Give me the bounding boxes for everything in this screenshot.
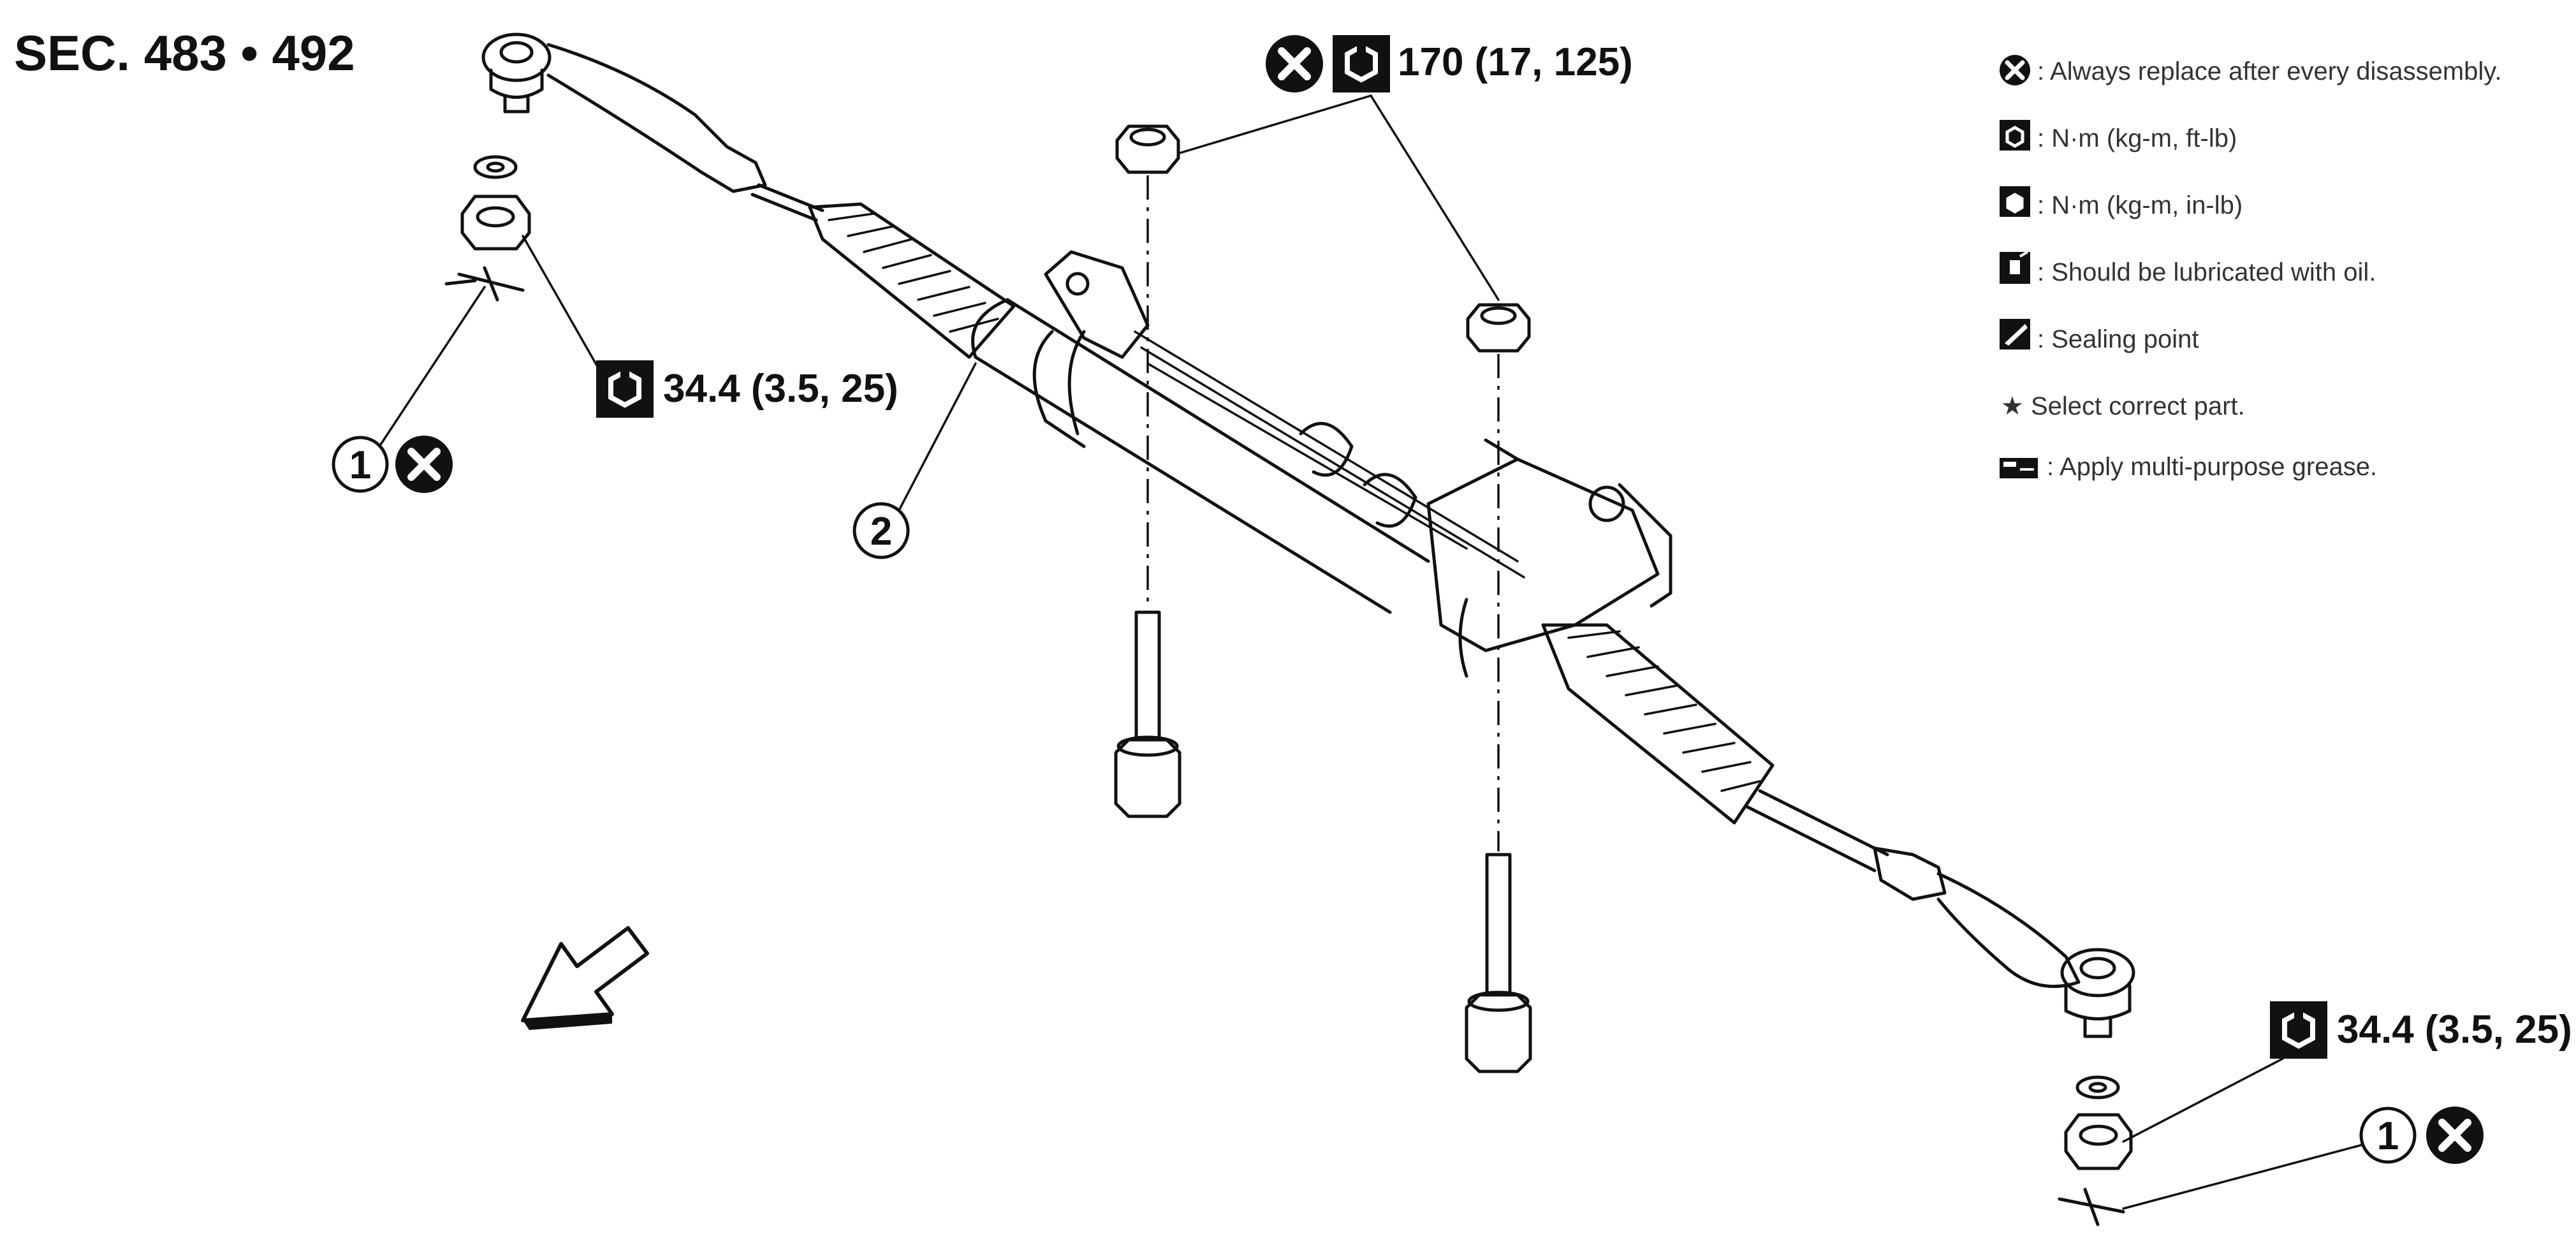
left-washer bbox=[473, 155, 518, 179]
right-inner-rod bbox=[1745, 789, 1889, 872]
torque-inlb-icon bbox=[2000, 186, 2030, 217]
upper-left-nut bbox=[1115, 124, 1180, 174]
item-2-callout: 2 bbox=[853, 362, 977, 559]
legend-item-text: ★ Select correct part. bbox=[2001, 392, 2245, 420]
grease-icon bbox=[2000, 458, 2038, 478]
left-callout: 34.4 (3.5, 25) bbox=[522, 235, 898, 418]
right-tie-rod-end bbox=[1873, 846, 2135, 1038]
top-torque-label: 170 (17, 125) bbox=[1398, 40, 1633, 84]
right-castle-nut bbox=[2064, 1113, 2133, 1170]
left-cotter-pin bbox=[444, 266, 525, 302]
legend-item-text: : Always replace after every disassembly… bbox=[2037, 57, 2501, 85]
legend-item-text: : Apply multi-purpose grease. bbox=[2047, 453, 2377, 481]
right-cotter-pin bbox=[2058, 1188, 2125, 1226]
legend-item-text: : Sealing point bbox=[2037, 325, 2199, 353]
item-1-right-callout: 1 bbox=[2122, 1107, 2484, 1210]
upper-right-nut bbox=[1466, 303, 1531, 353]
item-1-right-label: 1 bbox=[2377, 1114, 2399, 1158]
right-washer bbox=[2075, 1075, 2120, 1100]
left-castle-nut bbox=[460, 195, 531, 251]
torque-ftlb-icon bbox=[2000, 120, 2030, 151]
legend-item-text: : N·m (kg-m, in-lb) bbox=[2037, 191, 2243, 219]
right-torque-label: 34.4 (3.5, 25) bbox=[2337, 1008, 2572, 1052]
replace-icon bbox=[2000, 55, 2030, 85]
right-callout: 34.4 (3.5, 25) bbox=[2122, 1001, 2572, 1143]
left-tie-rod-end bbox=[481, 33, 767, 193]
legend: : Always replace after every disassembly… bbox=[2000, 55, 2501, 481]
lower-right-bolt bbox=[1465, 853, 1532, 1073]
section-label: SEC. 483 • 492 bbox=[14, 25, 355, 81]
item-1-left-label: 1 bbox=[349, 443, 371, 487]
legend-item-text: : Should be lubricated with oil. bbox=[2037, 258, 2376, 286]
sealing-point-icon bbox=[2000, 319, 2030, 349]
legend-item-text: : N·m (kg-m, ft-lb) bbox=[2037, 124, 2237, 152]
top-callout: 170 (17, 125) bbox=[1178, 35, 1633, 301]
left-torque-label: 34.4 (3.5, 25) bbox=[663, 367, 898, 411]
item-2-label: 2 bbox=[870, 510, 892, 554]
rack-housing bbox=[808, 202, 1775, 825]
oil-lubricate-icon bbox=[2000, 251, 2030, 284]
item-1-left-callout: 1 bbox=[332, 286, 486, 493]
front-direction-arrow bbox=[521, 926, 649, 1030]
lower-left-bolt bbox=[1114, 610, 1182, 818]
